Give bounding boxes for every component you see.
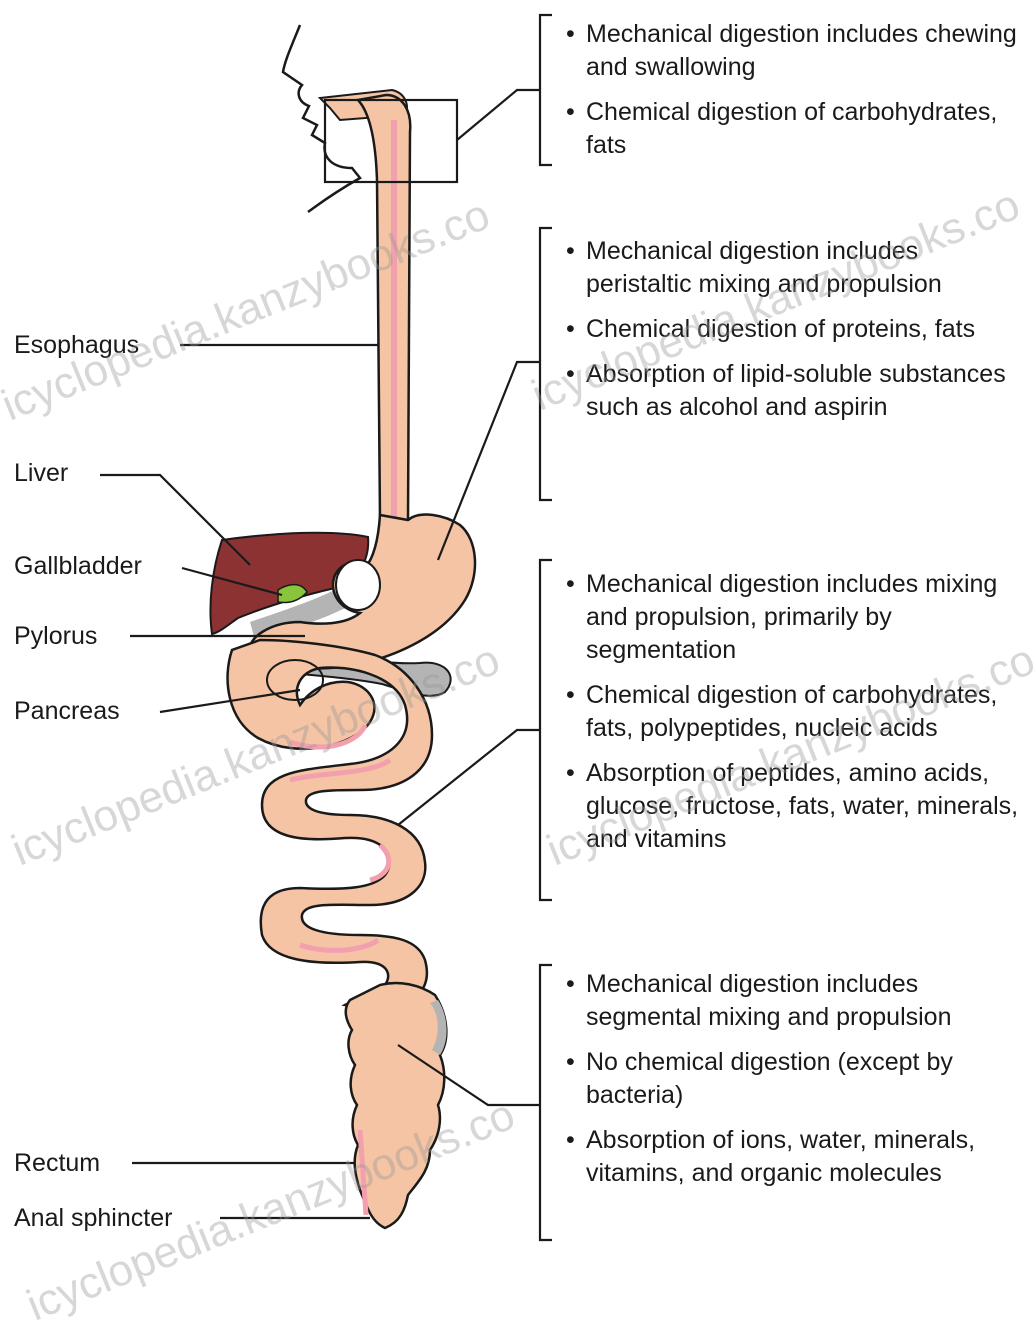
small-intestine-note-1: Mechanical digestion includes mixing and…: [560, 568, 1030, 667]
rectum-label: Rectum: [14, 1148, 100, 1178]
digestive-system-diagram: Esophagus Liver Gallbladder Pylorus Panc…: [0, 0, 1034, 1280]
gallbladder-label: Gallbladder: [14, 551, 142, 581]
gallbladder-shape: [278, 585, 307, 603]
large-intestine-note-3: Absorption of ions, water, minerals, vit…: [560, 1124, 1030, 1190]
pylorus-label: Pylorus: [14, 621, 97, 651]
mouth-note-2: Chemical digestion of carbohydrates, fat…: [560, 96, 1030, 162]
liver-label: Liver: [14, 458, 68, 488]
stomach-inner-space: [336, 560, 380, 610]
mouth-bracket: [540, 15, 552, 165]
large-intestine-notes: Mechanical digestion includes segmental …: [560, 968, 1030, 1202]
pancreas-label: Pancreas: [14, 696, 120, 726]
esophagus-tube: [358, 95, 410, 520]
anal-sphincter-label: Anal sphincter: [14, 1203, 172, 1233]
large-intestine-bracket: [540, 965, 552, 1240]
mouth-note-1: Mechanical digestion includes chewing an…: [560, 18, 1030, 84]
large-intestine-note-1: Mechanical digestion includes segmental …: [560, 968, 1030, 1034]
mouth-notes: Mechanical digestion includes chewing an…: [560, 18, 1030, 174]
large-intestine-note-2: No chemical digestion (except by bacteri…: [560, 1046, 1030, 1112]
mouth-connector: [457, 90, 540, 140]
region-brackets: [540, 15, 552, 1240]
